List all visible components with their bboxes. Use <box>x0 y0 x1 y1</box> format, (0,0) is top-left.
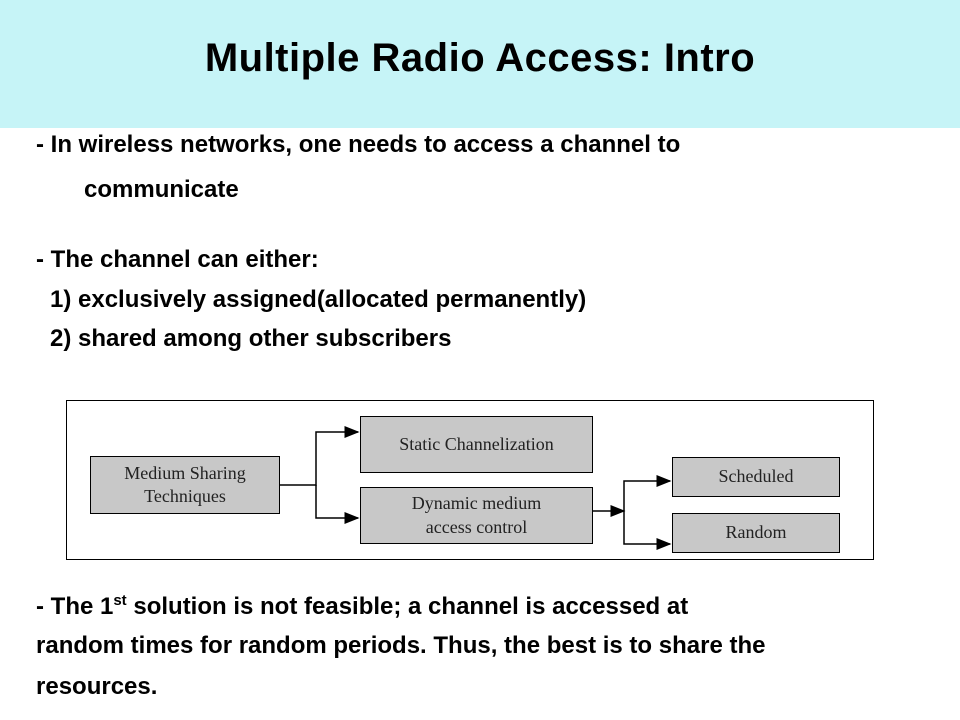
random-box: Random <box>672 513 840 553</box>
arrow-to-static <box>280 426 360 486</box>
medium-sharing-label: Medium Sharing Techniques <box>124 462 246 506</box>
footer-rest: solution is not feasible; a channel is a… <box>126 593 689 620</box>
random-label: Random <box>725 522 787 543</box>
footer-prefix: - The 1 <box>36 593 114 620</box>
arrow-to-dynamic <box>315 485 360 524</box>
bullet-line-4: 1) exclusively assigned(allocated perman… <box>50 286 587 313</box>
arrow-to-random <box>623 511 672 550</box>
scheduled-label: Scheduled <box>718 466 794 487</box>
title-banner <box>0 0 960 128</box>
arrow-to-scheduled <box>623 475 672 511</box>
scheduled-box: Scheduled <box>672 457 840 497</box>
slide-title: Multiple Radio Access: Intro <box>204 36 756 80</box>
bullet-line-2: communicate <box>84 176 239 203</box>
footer-line-3: resources. <box>36 673 158 700</box>
static-channelization-label: Static Channelization <box>399 433 554 454</box>
diagram-frame <box>66 400 874 560</box>
footer-superscript: st <box>113 592 127 609</box>
footer-line-1: - The 1st solution is not feasible; a ch… <box>36 592 688 621</box>
static-channelization-box: Static Channelization <box>360 416 593 473</box>
bullet-line-3: - The channel can either: <box>36 246 319 273</box>
dynamic-mac-box: Dynamic medium access control <box>360 487 593 544</box>
bullet-line-5: 2) shared among other subscribers <box>50 325 452 352</box>
footer-line-2: random times for random periods. Thus, t… <box>36 632 766 659</box>
medium-sharing-box: Medium Sharing Techniques <box>90 456 280 514</box>
bullet-line-1: - In wireless networks, one needs to acc… <box>36 131 681 158</box>
dynamic-mac-label: Dynamic medium access control <box>411 493 542 537</box>
